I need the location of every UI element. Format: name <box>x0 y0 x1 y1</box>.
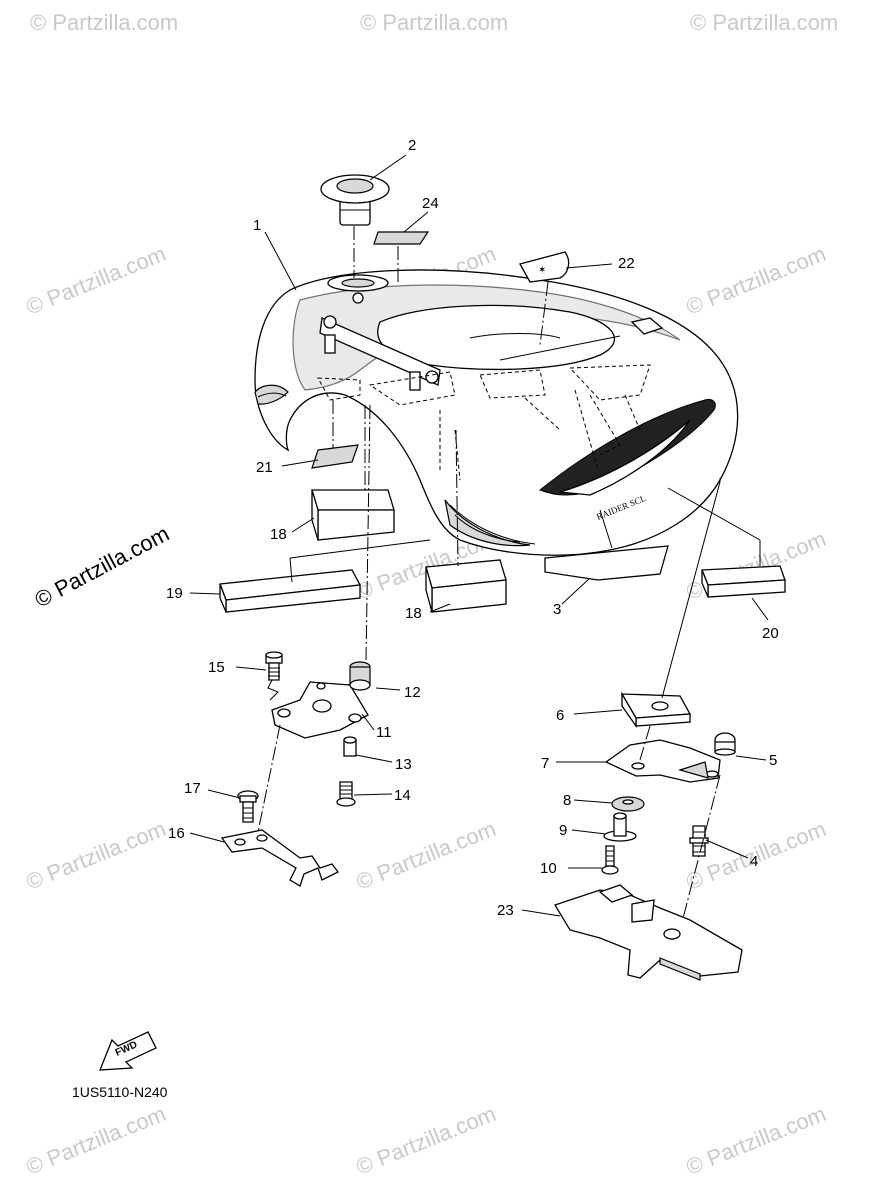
watermark-dark: © Partzilla.com <box>31 521 174 613</box>
damper-18-left <box>311 489 395 541</box>
callout-23: 23 <box>497 902 514 919</box>
callout-5: 5 <box>769 752 777 769</box>
damper-19 <box>219 569 362 613</box>
diagram-code: 1US5110-N240 <box>72 1084 168 1100</box>
callout-1: 1 <box>253 217 261 234</box>
watermark: © Partzilla.com <box>690 10 838 35</box>
watermark: © Partzilla.com <box>23 816 170 895</box>
label-24 <box>373 231 430 245</box>
callout-15: 15 <box>208 659 225 676</box>
callout-14: 14 <box>394 787 411 804</box>
bracket-23 <box>554 884 743 981</box>
watermark: © Partzilla.com <box>360 10 508 35</box>
callout-21: 21 <box>256 459 273 476</box>
watermark: © Partzilla.com <box>683 1101 830 1180</box>
callout-10: 10 <box>540 860 557 877</box>
fuel-cap <box>320 174 390 226</box>
callout-11: 11 <box>376 724 392 741</box>
callout-4: 4 <box>750 853 758 870</box>
watermark: © Partzilla.com <box>23 241 170 320</box>
callout-18-left: 18 <box>270 526 287 543</box>
watermark: © Partzilla.com <box>683 241 830 320</box>
nut-5 <box>714 732 736 756</box>
bracket-7 <box>604 739 721 783</box>
callout-20: 20 <box>762 625 779 642</box>
callout-13: 13 <box>395 756 412 773</box>
damper-12 <box>349 661 371 691</box>
emblem-22: ✶ <box>519 251 570 283</box>
damper-21 <box>311 444 359 469</box>
bolt-14 <box>336 781 356 807</box>
callouts: 1 2 3 4 5 6 7 8 9 10 11 12 13 14 15 16 1… <box>166 137 779 919</box>
callout-3: 3 <box>553 601 561 618</box>
callout-24: 24 <box>422 195 439 212</box>
damper-20 <box>701 565 786 598</box>
callout-12: 12 <box>404 684 421 701</box>
bracket-11 <box>271 681 369 739</box>
bolt-15 <box>265 651 283 681</box>
watermark: © Partzilla.com <box>353 816 500 895</box>
collar-9 <box>603 812 637 842</box>
leader-lines <box>189 154 769 917</box>
callout-18-center: 18 <box>405 605 422 622</box>
callout-16: 16 <box>168 825 185 842</box>
callout-8: 8 <box>563 792 571 809</box>
washer-8 <box>611 796 645 812</box>
collar-13 <box>343 736 357 757</box>
callout-9: 9 <box>559 822 567 839</box>
fwd-arrow-icon: FWD <box>99 1031 157 1071</box>
svg-text:✶: ✶ <box>538 265 546 276</box>
callout-19: 19 <box>166 585 183 602</box>
fuel-tank: RAIDER SCL <box>254 269 739 556</box>
bracket-16 <box>220 829 339 887</box>
callout-7: 7 <box>541 755 549 772</box>
damper-6 <box>620 691 692 729</box>
bolt-17 <box>237 790 259 823</box>
watermark: © Partzilla.com <box>30 10 178 35</box>
callout-6: 6 <box>556 707 564 724</box>
stud-4 <box>689 825 709 857</box>
callout-22: 22 <box>618 255 635 272</box>
decal-3 <box>544 545 669 581</box>
callout-2: 2 <box>408 137 416 154</box>
watermark: © Partzilla.com <box>23 1101 170 1180</box>
watermark: © Partzilla.com <box>353 1101 500 1180</box>
bolt-10 <box>601 845 619 875</box>
damper-18-center <box>425 559 507 613</box>
callout-17: 17 <box>184 780 201 797</box>
